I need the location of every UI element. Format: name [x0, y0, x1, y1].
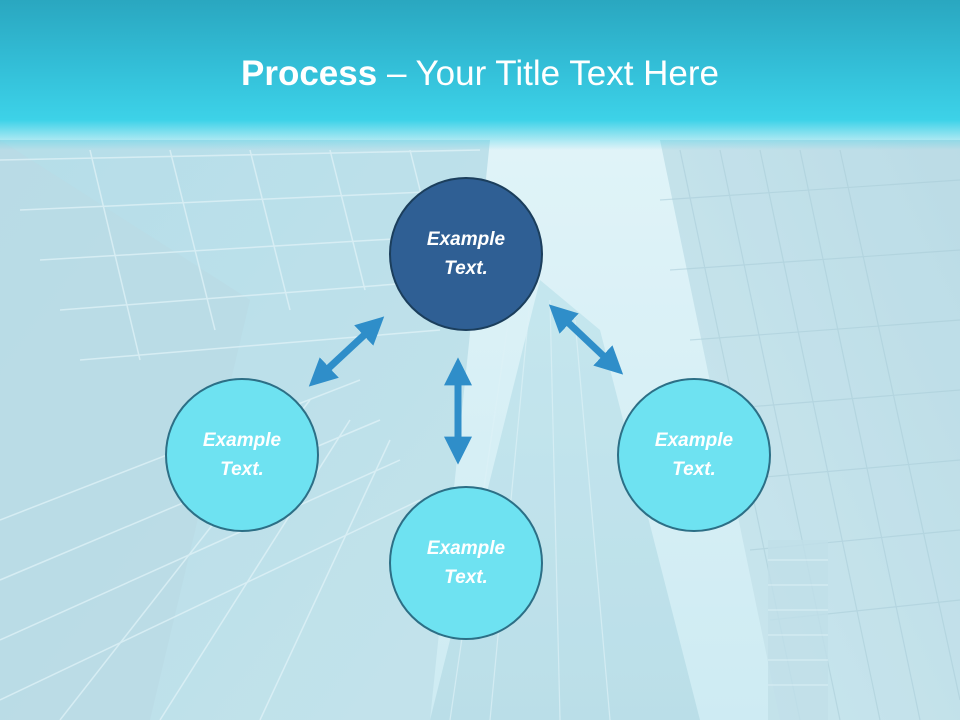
arrow-top-right: [548, 304, 624, 375]
process-node-left[interactable]: Example Text.: [165, 378, 319, 532]
title-rest: – Your Title Text Here: [377, 54, 719, 93]
arrow-top-left: [308, 316, 385, 387]
node-right-line2: Text.: [672, 459, 716, 480]
node-bottom-line1: Example: [426, 538, 506, 559]
node-left-line2: Text.: [220, 459, 264, 480]
node-left-line1: Example: [202, 430, 282, 451]
title-bold: Process: [241, 54, 378, 93]
process-node-bottom[interactable]: Example Text.: [389, 486, 543, 640]
slide-title: Process – Your Title Text Here: [0, 50, 960, 98]
node-bottom-line2: Text.: [444, 567, 488, 588]
node-top-line2: Text.: [444, 258, 488, 279]
process-node-top[interactable]: Example Text.: [389, 177, 543, 331]
node-top-line1: Example: [426, 229, 506, 250]
title-band: [0, 0, 960, 150]
process-node-right[interactable]: Example Text.: [617, 378, 771, 532]
node-right-line1: Example: [654, 430, 734, 451]
